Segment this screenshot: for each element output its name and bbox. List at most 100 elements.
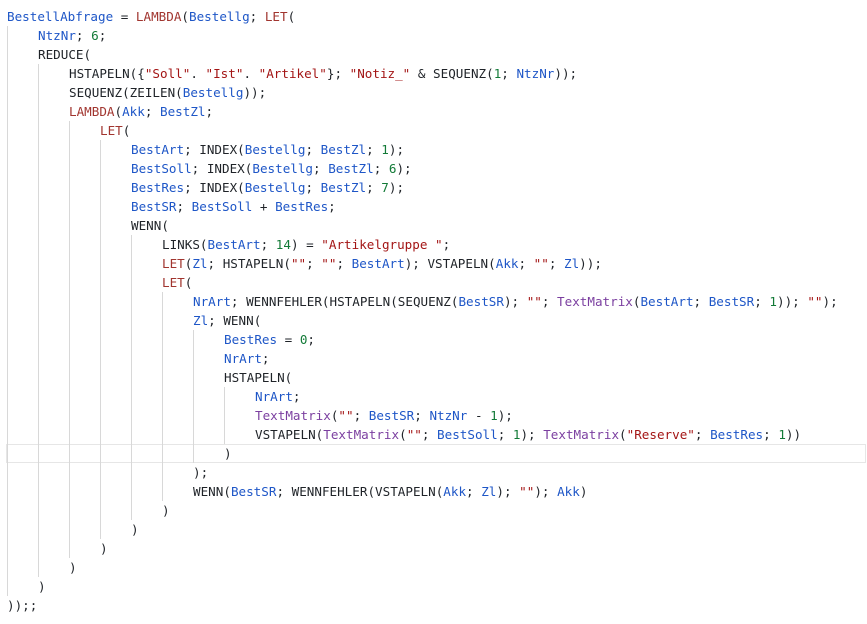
punctuation: ;: [548, 256, 564, 271]
punctuation: ;: [249, 9, 265, 24]
punctuation: ): [224, 446, 232, 461]
punctuation: ;: [208, 313, 224, 328]
code-line[interactable]: LAMBDA(Akk; BestZl;: [69, 102, 213, 121]
punctuation: (: [619, 427, 627, 442]
code-line[interactable]: NtzNr; 6;: [38, 26, 106, 45]
punctuation: (: [390, 294, 398, 309]
punctuation: (: [122, 85, 130, 100]
punctuation: (: [175, 85, 183, 100]
code-line[interactable]: BestArt; INDEX(Bestellg; BestZl; 1);: [131, 140, 404, 159]
function-name: INDEX: [206, 161, 245, 176]
keyword: LET: [264, 9, 288, 24]
code-line[interactable]: LET(: [162, 273, 192, 292]
keyword: LAMBDA: [69, 104, 115, 119]
punctuation: (: [122, 123, 131, 138]
string-literal: "": [807, 294, 823, 309]
punctuation: (: [199, 237, 208, 252]
code-line[interactable]: ): [69, 558, 77, 577]
current-line-highlight: [6, 444, 866, 463]
operator: =: [113, 9, 136, 24]
string-literal: "": [526, 294, 542, 309]
punctuation: (: [488, 256, 496, 271]
punctuation: );: [404, 256, 428, 271]
identifier: BestArt: [640, 294, 694, 309]
code-line[interactable]: LET(: [100, 121, 130, 140]
code-line[interactable]: ): [100, 539, 108, 558]
punctuation: ;: [230, 294, 247, 309]
punctuation: ): [38, 579, 46, 594]
code-line[interactable]: REDUCE(: [38, 45, 91, 64]
punctuation: ;: [144, 104, 161, 119]
punctuation: ;: [306, 256, 322, 271]
identifier: BestZl: [320, 142, 367, 157]
punctuation: ;: [541, 294, 558, 309]
identifier: Zl: [564, 256, 580, 271]
indent-guide: [162, 292, 163, 501]
code-line[interactable]: VSTAPELN(TextMatrix(""; BestSoll; 1); Te…: [255, 425, 801, 444]
punctuation: ;: [694, 427, 711, 442]
operator: =: [298, 237, 322, 252]
code-line[interactable]: Zl; WENN(: [193, 311, 261, 330]
code-line[interactable]: );: [193, 463, 208, 482]
code-line[interactable]: SEQUENZ(ZEILEN(Bestellg));: [69, 83, 266, 102]
code-line[interactable]: HSTAPELN({"Soll". "Ist". "Artikel"}; "No…: [69, 64, 577, 83]
punctuation: (: [486, 66, 494, 81]
identifier: BestZl: [320, 180, 367, 195]
function-name: WENN: [131, 218, 162, 233]
punctuation: ;: [501, 66, 517, 81]
function-name: INDEX: [199, 142, 238, 157]
punctuation: ));: [243, 85, 267, 100]
punctuation: ;: [191, 161, 207, 176]
code-line[interactable]: BestRes; INDEX(Bestellg; BestZl; 7);: [131, 178, 404, 197]
code-line[interactable]: TextMatrix(""; BestSR; NtzNr - 1);: [255, 406, 513, 425]
string-literal: "": [321, 256, 337, 271]
punctuation: ;: [754, 294, 770, 309]
punctuation: );: [520, 427, 544, 442]
keyword: LET: [100, 123, 123, 138]
identifier: NrArt: [193, 294, 231, 309]
punctuation: ;: [518, 256, 534, 271]
punctuation: ;: [763, 427, 779, 442]
string-literal: "": [519, 484, 535, 499]
punctuation: ;: [414, 408, 430, 423]
identifier: NtzNr: [429, 408, 468, 423]
string-literal: "": [338, 408, 354, 423]
punctuation: (: [237, 142, 245, 157]
punctuation: ;: [366, 142, 382, 157]
punctuation: ;: [336, 256, 352, 271]
function-name: INDEX: [199, 180, 238, 195]
punctuation: ;: [184, 180, 200, 195]
identifier: NtzNr: [516, 66, 555, 81]
code-line[interactable]: BestSoll; INDEX(Bestellg; BestZl; 6);: [131, 159, 412, 178]
function-name: WENNFEHLER: [291, 484, 368, 499]
code-line[interactable]: NrArt; WENNFEHLER(HSTAPELN(SEQUENZ(BestS…: [193, 292, 838, 311]
identifier: BestArt: [207, 237, 261, 252]
punctuation: );: [822, 294, 838, 309]
number-literal: 1: [490, 408, 498, 423]
code-line[interactable]: ): [38, 577, 46, 596]
code-line[interactable]: NrArt;: [224, 349, 270, 368]
code-line[interactable]: WENN(BestSR; WENNFEHLER(VSTAPELN(Akk; Zl…: [193, 482, 587, 501]
code-line[interactable]: NrArt;: [255, 387, 301, 406]
code-line[interactable]: ): [162, 501, 170, 520]
code-line[interactable]: WENN(: [131, 216, 169, 235]
code-line[interactable]: ): [131, 520, 139, 539]
code-line[interactable]: LET(Zl; HSTAPELN(""; ""; BestArt); VSTAP…: [162, 254, 602, 273]
identifier: BestSoll: [191, 199, 253, 214]
code-line[interactable]: BestellAbfrage = LAMBDA(Bestellg; LET(: [7, 7, 295, 26]
code-line[interactable]: ));;: [7, 596, 37, 615]
code-line[interactable]: LINKS(BestArt; 14) = "Artikelgruppe ";: [162, 235, 450, 254]
punctuation: ;: [184, 142, 200, 157]
code-line[interactable]: ): [224, 444, 232, 463]
identifier: BestZl: [328, 161, 374, 176]
code-line[interactable]: HSTAPELN(: [224, 368, 292, 387]
punctuation: (: [435, 484, 444, 499]
punctuation: );: [496, 484, 520, 499]
punctuation: ;: [373, 161, 389, 176]
code-line[interactable]: BestRes = 0;: [224, 330, 315, 349]
code-line[interactable]: BestSR; BestSoll + BestRes;: [131, 197, 336, 216]
punctuation: (: [184, 275, 193, 290]
identifier: BestSoll: [437, 427, 498, 442]
number-literal: 1: [493, 66, 502, 81]
